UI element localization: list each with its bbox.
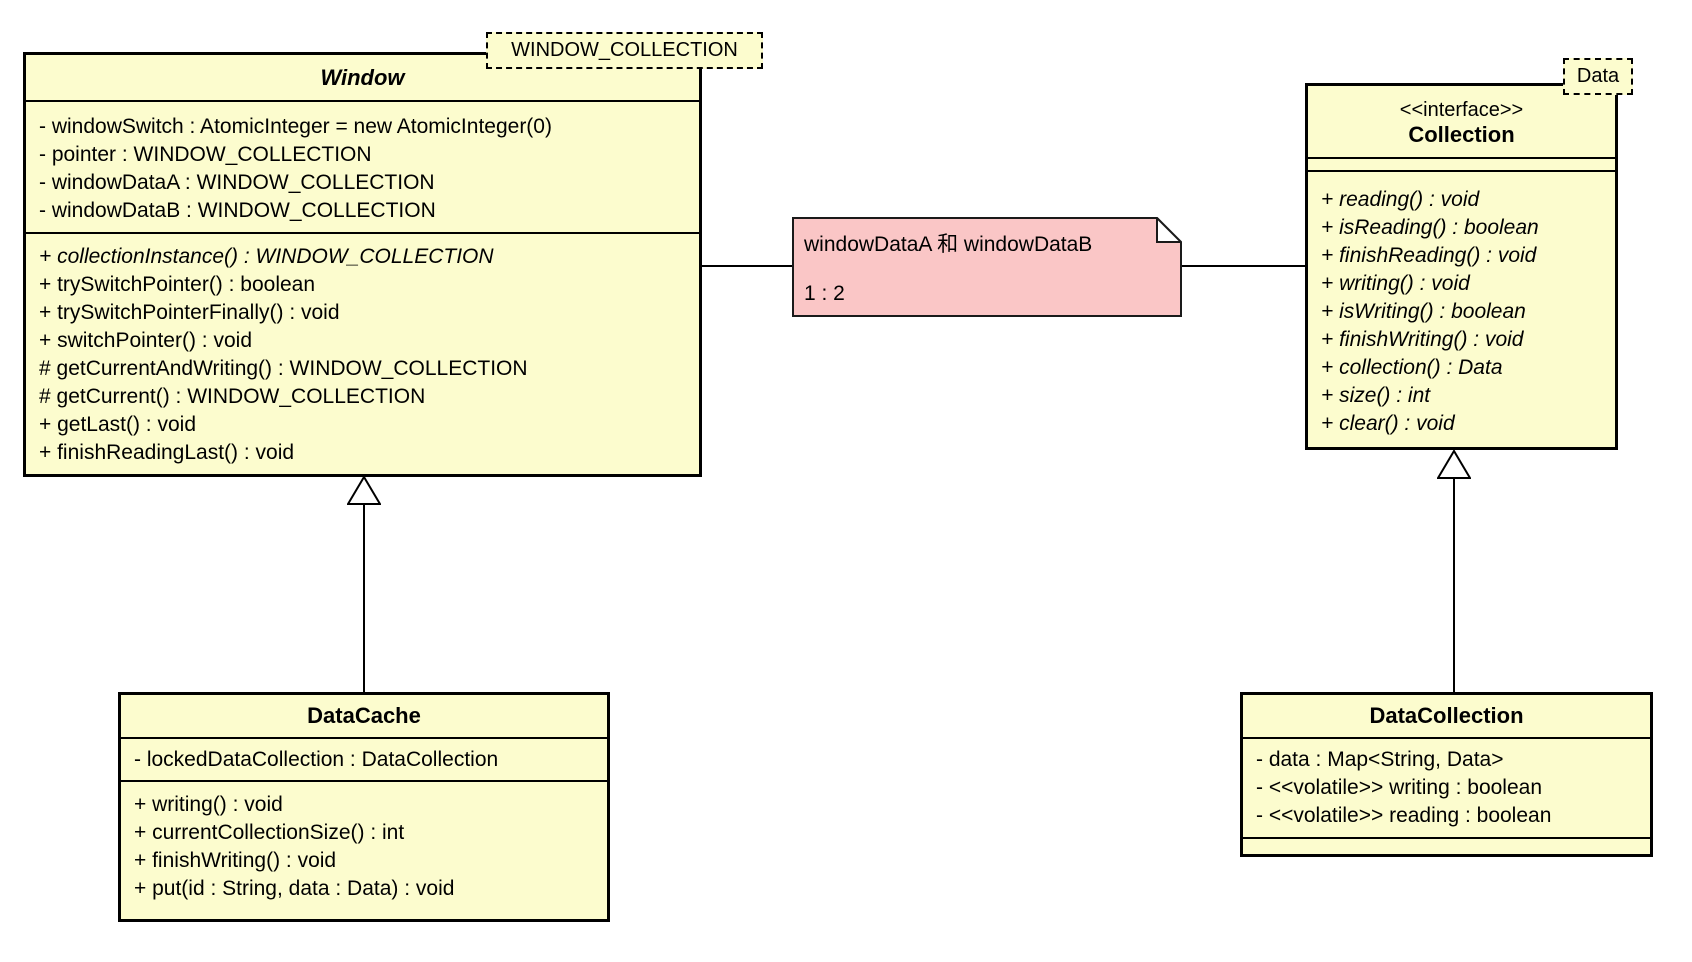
datacache-method: + finishWriting() : void (134, 849, 337, 872)
window-attributes: - windowSwitch : AtomicInteger = new Ato… (26, 100, 699, 232)
association-note: windowDataA 和 windowDataB 1 : 2 (792, 215, 1184, 318)
collection-method: + isReading() : boolean (1321, 216, 1539, 239)
template-tag-label: Data (1576, 65, 1620, 87)
collection-method: + writing() : void (1321, 272, 1470, 295)
window-method: # getCurrentAndWriting() : WINDOW_COLLEC… (39, 357, 528, 380)
datacollection-attribute: - <<volatile>> reading : boolean (1256, 804, 1552, 827)
window-attribute: - windowSwitch : AtomicInteger = new Ato… (39, 115, 552, 138)
datacollection-class: DataCollection - data : Map<String, Data… (1240, 692, 1653, 857)
datacache-method: + currentCollectionSize() : int (134, 821, 405, 844)
window-attribute: - windowDataB : WINDOW_COLLECTION (39, 199, 436, 222)
collection-method: + reading() : void (1321, 188, 1480, 211)
collection-interface-header: <<interface>> Collection (1308, 86, 1615, 157)
datacollection-class-name: DataCollection (1369, 703, 1524, 728)
window-class-header: Window (26, 55, 699, 100)
window-method-abstract: + collectionInstance() : WINDOW_COLLECTI… (39, 245, 494, 268)
window-class-name: Window (320, 64, 405, 90)
window-method: + getLast() : void (39, 413, 196, 436)
datacache-method: + writing() : void (134, 793, 283, 816)
window-class: Window - windowSwitch : AtomicInteger = … (23, 52, 702, 477)
window-method: # getCurrent() : WINDOW_COLLECTION (39, 385, 426, 408)
collection-method: + size() : int (1321, 384, 1431, 407)
collection-methods: + reading() : void + isReading() : boole… (1308, 170, 1615, 447)
note-shape (792, 215, 1184, 317)
datacollection-attribute: - data : Map<String, Data> (1256, 748, 1504, 771)
datacache-class: DataCache - lockedDataCollection : DataC… (118, 692, 610, 922)
collection-method: + clear() : void (1321, 412, 1455, 435)
datacollection-methods-empty (1243, 837, 1650, 854)
datacache-attribute: - lockedDataCollection : DataCollection (134, 748, 499, 771)
generalization-arrowhead-collection (1437, 450, 1471, 479)
note-line1: windowDataA 和 windowDataB (804, 233, 1093, 256)
collection-attributes-empty (1308, 157, 1615, 170)
collection-method: + isWriting() : boolean (1321, 300, 1526, 323)
association-line-window-note (702, 265, 792, 267)
generalization-line-datacache-window (363, 504, 365, 692)
datacache-methods: + writing() : void + currentCollectionSi… (121, 780, 607, 919)
window-attribute: - windowDataA : WINDOW_COLLECTION (39, 171, 435, 194)
collection-method: + collection() : Data (1321, 356, 1503, 379)
generalization-line-datacollection-collection (1453, 478, 1455, 692)
interface-stereotype: <<interface>> (1399, 99, 1524, 121)
datacollection-attributes: - data : Map<String, Data> - <<volatile>… (1243, 737, 1650, 837)
generalization-arrowhead-window (347, 476, 381, 505)
window-method: + finishReadingLast() : void (39, 441, 295, 464)
collection-interface-name: Collection (1408, 122, 1515, 147)
datacollection-attribute: - <<volatile>> writing : boolean (1256, 776, 1543, 799)
datacollection-class-header: DataCollection (1243, 695, 1650, 737)
datacache-class-name: DataCache (307, 703, 421, 728)
note-line2: 1 : 2 (804, 282, 845, 305)
datacache-method: + put(id : String, data : Data) : void (134, 877, 455, 900)
template-tag-data: Data (1563, 58, 1633, 95)
collection-method: + finishReading() : void (1321, 244, 1537, 267)
collection-method: + finishWriting() : void (1321, 328, 1524, 351)
template-tag-label: WINDOW_COLLECTION (511, 39, 738, 61)
window-method: + trySwitchPointerFinally() : void (39, 301, 340, 324)
datacache-class-header: DataCache (121, 695, 607, 737)
collection-interface: <<interface>> Collection + reading() : v… (1305, 83, 1618, 450)
window-method: + trySwitchPointer() : boolean (39, 273, 316, 296)
window-methods: + collectionInstance() : WINDOW_COLLECTI… (26, 232, 699, 474)
association-line-note-collection (1182, 265, 1305, 267)
template-tag-window-collection: WINDOW_COLLECTION (486, 32, 763, 69)
datacache-attributes: - lockedDataCollection : DataCollection (121, 737, 607, 780)
window-attribute: - pointer : WINDOW_COLLECTION (39, 143, 372, 166)
window-method: + switchPointer() : void (39, 329, 252, 352)
